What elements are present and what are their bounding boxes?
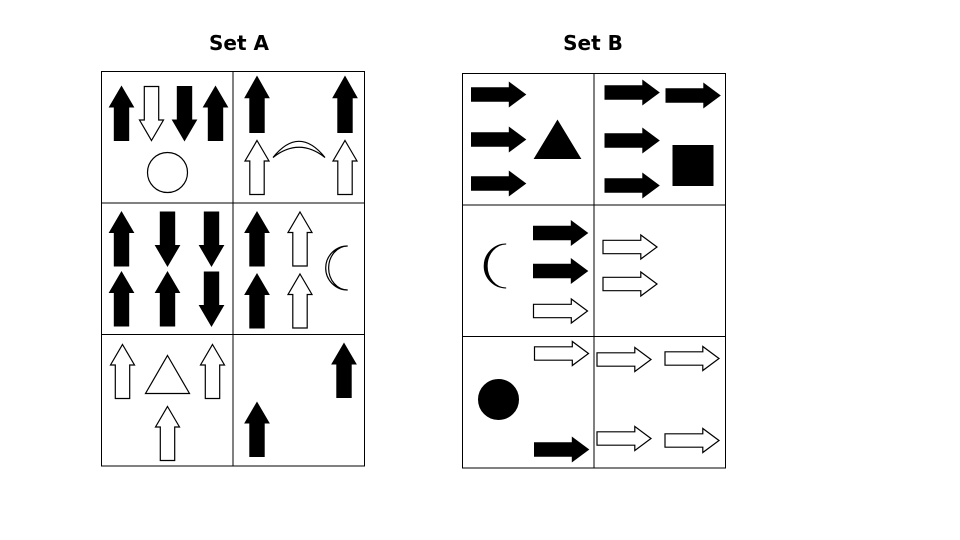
right-arrow-white [664,427,721,454]
crescent-white [325,245,348,291]
right-arrow-black [533,258,589,284]
right-arrow-white [602,270,659,298]
down-arrow-black [198,271,225,327]
up-arrow-black [331,342,357,398]
up-arrow-white [154,405,181,462]
down-arrow-white [138,85,165,142]
down-arrow-black [154,211,181,267]
right-arrow-white [602,233,659,261]
right-arrow-black [604,79,660,106]
up-arrow-white [286,272,314,329]
set-b-cell-2 [593,73,726,206]
up-arrow-black [108,211,135,267]
crescent-black [483,243,507,289]
right-arrow-black [604,127,660,154]
right-arrow-white [596,346,653,373]
set-a-cell-2 [232,71,365,204]
set-b-cell-1 [462,73,595,206]
right-arrow-white [664,345,721,372]
cell-border [593,204,726,337]
crescent-arch-white [272,140,326,158]
up-arrow-black [244,401,270,457]
up-arrow-white [331,139,359,196]
triangle-black [533,119,582,159]
right-arrow-white [532,297,589,325]
set-a-cell-5 [101,334,234,467]
cell-border [593,336,726,469]
set-b-cell-6 [593,336,726,469]
set-a-board [101,71,365,467]
up-arrow-black [154,271,181,327]
set-b-cell-4 [593,204,726,337]
square-black [672,145,714,186]
set-a-cell-6 [232,334,365,467]
right-arrow-black [533,220,589,246]
right-arrow-black [471,170,527,197]
set-b-cell-5 [462,336,595,469]
up-arrow-black [332,75,358,133]
up-arrow-black [244,273,270,329]
down-arrow-black [171,86,198,142]
set-b-title: Set B [563,31,623,55]
triangle-white [144,354,191,395]
circle-white [146,151,189,194]
set-a-cell-3 [101,202,234,335]
down-arrow-black [198,211,225,267]
right-arrow-black [665,82,721,109]
right-arrow-black [604,172,660,199]
up-arrow-black [108,85,135,141]
right-arrow-white [596,425,653,452]
right-arrow-black [471,81,527,108]
set-b-board [462,73,726,469]
up-arrow-white [243,139,271,196]
set-a-title: Set A [209,31,269,55]
circle-black [478,379,519,420]
set-a-cell-4 [232,202,365,335]
up-arrow-white [109,343,136,400]
up-arrow-black [202,85,229,141]
up-arrow-black [244,211,270,267]
right-arrow-white [533,340,590,367]
cell-border [232,334,365,467]
set-b-cell-3 [462,204,595,337]
up-arrow-white [199,343,226,400]
set-a-cell-1 [101,71,234,204]
right-arrow-black [534,436,590,463]
up-arrow-black [244,75,270,133]
up-arrow-white [286,210,314,267]
up-arrow-black [108,271,135,327]
right-arrow-black [471,126,527,153]
